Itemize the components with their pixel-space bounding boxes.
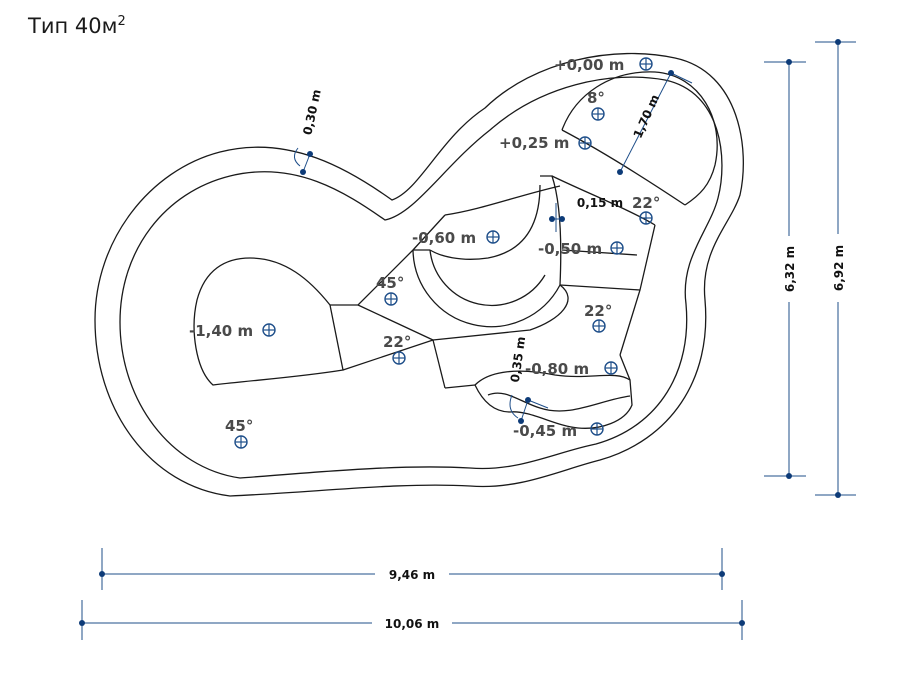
level-marker-minus-0-80 — [604, 361, 618, 375]
step-2-label: 0,15 m — [577, 196, 623, 210]
divider-zone-8 — [561, 129, 686, 206]
dimension-step-2 — [549, 203, 565, 232]
level-marker-0-00 — [639, 57, 653, 71]
divider-zone-5 — [561, 249, 638, 256]
lower-step-right — [619, 354, 631, 381]
title-text: Тип 40м — [28, 14, 118, 38]
level-marker-minus-0-50 — [610, 241, 624, 255]
angle-label-22-mid: 22° — [383, 333, 411, 351]
level-label-0-00: +0,00 m — [554, 56, 624, 74]
level-marker-minus-0-60 — [486, 230, 500, 244]
curved-bench-upper — [429, 184, 541, 260]
level-label-minus-0-50: -0,50 m — [538, 240, 602, 258]
angle-marker-45-mid — [384, 292, 398, 306]
angle-marker-22-right — [639, 211, 653, 225]
angle-marker-45-bottom — [234, 435, 248, 449]
deep-zone-outline — [193, 257, 344, 386]
level-label-0-25: +0,25 m — [499, 134, 569, 152]
pool-inner-outline — [119, 76, 723, 479]
level-marker-minus-1-40 — [262, 323, 276, 337]
divider-zone-6 — [559, 284, 641, 291]
divider-zone-3 — [357, 304, 434, 341]
level-label-minus-0-80: -0,80 m — [525, 360, 589, 378]
curved-bench-inner — [429, 249, 546, 307]
angle-label-45-bottom: 45° — [225, 417, 253, 435]
angle-label-22-right: 22° — [632, 194, 660, 212]
diagram-title: Тип 40м2 — [28, 14, 126, 38]
bench-top-arc — [444, 185, 561, 216]
angle-label-22-lower: 22° — [584, 302, 612, 320]
bench-right-wall — [540, 175, 562, 286]
angle-marker-8 — [591, 107, 605, 121]
dimension-height-inner — [764, 59, 806, 479]
curved-bench-outer — [412, 249, 561, 328]
angle-label-45-mid: 45° — [376, 274, 404, 292]
angle-marker-22-lower — [592, 319, 606, 333]
width-inner-label: 9,46 m — [389, 568, 435, 582]
dimension-width-inner — [99, 548, 725, 590]
level-label-minus-0-60: -0,60 m — [412, 229, 476, 247]
pool-outer-outline — [94, 52, 744, 497]
lower-step-outline — [474, 370, 633, 429]
dimension-height-outer — [815, 39, 856, 498]
title-superscript: 2 — [117, 14, 126, 29]
divider-zone-2 — [342, 284, 569, 371]
height-inner-label: 6,32 m — [783, 246, 797, 292]
dimension-rim — [294, 147, 313, 175]
lower-step-inner — [487, 392, 631, 412]
dimension-step-1 — [617, 70, 693, 175]
height-outer-label: 6,92 m — [832, 245, 846, 291]
level-marker-minus-0-45 — [590, 422, 604, 436]
dimension-width-outer — [79, 600, 745, 640]
step-3-label: 0,35 m — [508, 336, 528, 384]
upper-shelf-outline — [561, 71, 718, 206]
divider-zone-4 — [432, 339, 446, 389]
angle-label-8: 8° — [587, 89, 605, 107]
divider-zone-7 — [619, 224, 656, 356]
step-1-label: 1,70 m — [631, 92, 663, 140]
lower-step-connector — [444, 384, 476, 389]
width-outer-label: 10,06 m — [385, 617, 440, 631]
angle-marker-22-mid — [392, 351, 406, 365]
level-label-minus-0-45: -0,45 m — [513, 422, 577, 440]
level-marker-0-25 — [578, 136, 592, 150]
level-label-minus-1-40: -1,40 m — [189, 322, 253, 340]
dimension-step-3 — [509, 394, 549, 424]
rim-label: 0,30 m — [300, 88, 323, 136]
divider-zone-1 — [330, 214, 446, 306]
